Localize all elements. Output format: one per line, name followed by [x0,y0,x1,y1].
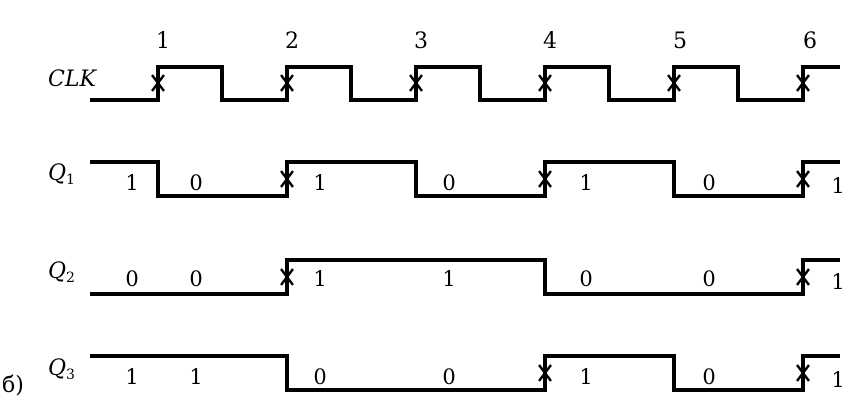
q3-label: Q3 [48,356,75,383]
q3-waveform [90,354,840,392]
q1-waveform [90,160,840,198]
q2-value-4: 1 [442,267,455,291]
state-values: 1 0 1 0 1 0 1 0 0 1 1 0 0 1 1 1 0 0 1 0 1 [125,171,844,392]
q3-value-5: 1 [579,365,592,389]
edge-number-6: 6 [803,29,817,54]
q1-value-6: 0 [702,171,715,195]
q3-value-3: 0 [313,365,326,389]
edge-number-1: 1 [156,29,170,54]
q2-value-3: 1 [313,267,326,291]
clk-waveform [90,65,840,102]
edge-number-4: 4 [543,29,557,54]
edge-markers [151,74,810,382]
clk-edge-marker-5 [667,74,681,92]
q1-value-7: 1 [831,174,844,198]
q1-value-2: 0 [189,171,202,195]
q3-edge-marker-6 [796,364,810,382]
q2-value-5: 0 [579,267,592,291]
q3-edge-marker-4 [538,364,552,382]
q2-waveform [90,258,840,296]
signal-labels: CLK Q1 Q2 Q3 [48,67,97,383]
q2-edge-marker-2 [280,268,294,286]
q1-edge-marker-4 [538,170,552,188]
clk-edge-marker-6 [796,74,810,92]
clock-edge-numbers: 1 2 3 4 5 6 [156,29,817,54]
edge-number-3: 3 [414,29,428,54]
q2-value-6: 0 [702,267,715,291]
q1-value-1: 1 [125,171,138,195]
edge-number-5: 5 [673,29,687,54]
q1-label: Q1 [48,161,75,188]
q1-value-3: 1 [313,171,326,195]
figure-label: б) [2,373,24,398]
clk-edge-marker-4 [538,74,552,92]
q1-value-5: 1 [579,171,592,195]
q2-edge-marker-6 [796,268,810,286]
q3-value-7: 1 [831,368,844,392]
clk-label: CLK [48,67,97,92]
q1-edge-marker-6 [796,170,810,188]
q3-value-1: 1 [125,365,138,389]
q3-value-6: 0 [702,365,715,389]
q2-label: Q2 [48,259,75,286]
clk-edge-marker-2 [280,74,294,92]
q2-value-2: 0 [189,267,202,291]
q1-value-4: 0 [442,171,455,195]
waveforms [90,65,840,392]
q1-edge-marker-2 [280,170,294,188]
q2-value-7: 1 [831,270,844,294]
edge-number-2: 2 [285,29,299,54]
clk-edge-marker-3 [409,74,423,92]
q3-value-4: 0 [442,365,455,389]
q3-value-2: 1 [189,365,202,389]
q2-value-1: 0 [125,267,138,291]
clk-edge-marker-1 [151,74,165,92]
